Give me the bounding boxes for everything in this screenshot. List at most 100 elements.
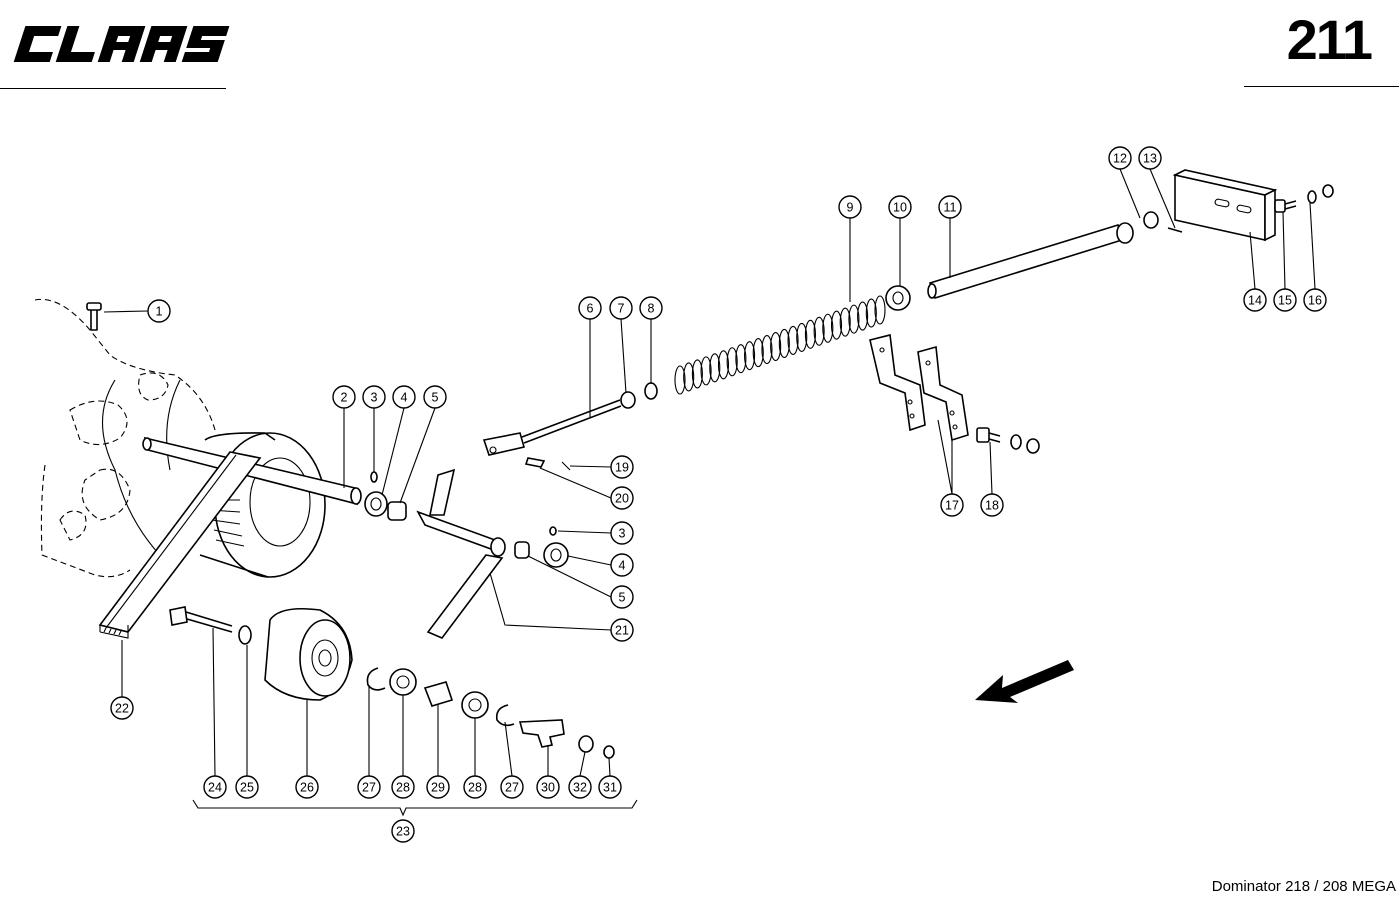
part-callout[interactable]: 28 xyxy=(463,775,487,799)
part-callout[interactable]: 21 xyxy=(610,618,634,642)
part-callout[interactable]: 3 xyxy=(362,385,386,409)
callout-circle xyxy=(610,553,634,577)
callout-label: 21 xyxy=(615,624,629,638)
callout-label: 7 xyxy=(618,302,625,316)
callout-circle xyxy=(1273,288,1297,312)
callout-circle xyxy=(423,385,447,409)
callout-label: 4 xyxy=(401,391,408,405)
callout-label: 29 xyxy=(431,781,445,795)
callout-circle xyxy=(235,775,259,799)
callout-circle xyxy=(568,775,592,799)
callout-label: 4 xyxy=(619,559,626,573)
spring-coil xyxy=(857,301,869,331)
callout-circle xyxy=(203,775,227,799)
callout-circle xyxy=(838,195,862,219)
callout-circle xyxy=(610,585,634,609)
callout-circle xyxy=(639,296,663,320)
part-callout[interactable]: 13 xyxy=(1138,146,1162,170)
part-callout[interactable]: 5 xyxy=(610,585,634,609)
part-callout[interactable]: 18 xyxy=(980,493,1004,517)
part-callout[interactable]: 12 xyxy=(1108,146,1132,170)
callout-label: 22 xyxy=(115,702,129,716)
tension-rod-6 xyxy=(482,382,658,456)
part-callout[interactable]: 4 xyxy=(610,553,634,577)
callout-label: 10 xyxy=(893,201,907,215)
part-callout[interactable]: 29 xyxy=(426,775,450,799)
part-callout[interactable]: 20 xyxy=(610,486,634,510)
callout-circle xyxy=(147,299,171,323)
part-callout[interactable]: 7 xyxy=(609,296,633,320)
part-callout[interactable]: 31 xyxy=(598,775,622,799)
spring-coil xyxy=(700,356,712,386)
part-callout[interactable]: 25 xyxy=(235,775,259,799)
callout-circle xyxy=(295,775,319,799)
callout-label: 11 xyxy=(944,201,957,215)
model-caption: Dominator 218 / 208 MEGA xyxy=(1211,878,1396,895)
bracket-14 xyxy=(1172,169,1278,242)
part-callout[interactable]: 27 xyxy=(357,775,381,799)
spring-9 xyxy=(674,295,886,395)
bolt-15-washer-16 xyxy=(1274,184,1334,213)
pulley-assembly-23 xyxy=(169,606,638,817)
part-callout[interactable]: 30 xyxy=(536,775,560,799)
callout-label: 18 xyxy=(985,499,999,513)
spring-coil xyxy=(778,328,790,359)
callout-circle xyxy=(610,455,634,479)
part-callout[interactable]: 3 xyxy=(610,521,634,545)
callout-circle xyxy=(1243,288,1267,312)
part-callout[interactable]: 24 xyxy=(203,775,227,799)
callout-label: 28 xyxy=(468,781,482,795)
part-callout[interactable]: 10 xyxy=(888,195,912,219)
bolt-18-set xyxy=(976,427,1040,454)
spring-coil xyxy=(691,359,703,389)
callout-circle xyxy=(110,696,134,720)
callout-label: 13 xyxy=(1143,152,1157,166)
callout-circle xyxy=(500,775,524,799)
part-callout[interactable]: 15 xyxy=(1273,288,1297,312)
spring-coil xyxy=(683,362,695,392)
callout-label: 24 xyxy=(208,781,222,795)
callout-circle xyxy=(980,493,1004,517)
part-callout[interactable]: 14 xyxy=(1243,288,1267,312)
mounting-plates-17 xyxy=(869,334,969,442)
part-callout[interactable]: 22 xyxy=(110,696,134,720)
part-callout[interactable]: 5 xyxy=(423,385,447,409)
part-callout[interactable]: 1 xyxy=(147,299,171,323)
part-callout[interactable]: 6 xyxy=(578,296,602,320)
part-callout[interactable]: 8 xyxy=(639,296,663,320)
spring-coil xyxy=(726,347,738,377)
part-callout[interactable]: 9 xyxy=(838,195,862,219)
spring-coil xyxy=(709,353,721,383)
spring-coil xyxy=(822,313,834,343)
callout-circle xyxy=(610,521,634,545)
pin-20-clip-19 xyxy=(524,457,571,471)
part-callout[interactable]: 27 xyxy=(500,775,524,799)
callout-label: 1 xyxy=(156,305,163,319)
spring-coil xyxy=(717,350,730,380)
callout-circle xyxy=(938,195,962,219)
part-callout[interactable]: 16 xyxy=(1303,288,1327,312)
callout-label: 25 xyxy=(240,781,254,795)
part-callout[interactable]: 17 xyxy=(940,493,964,517)
part-callout[interactable]: 19 xyxy=(610,455,634,479)
part-callout[interactable]: 26 xyxy=(295,775,319,799)
bearing-parts-right xyxy=(514,526,569,568)
part-callout[interactable]: 11 xyxy=(938,195,962,219)
callout-label: 32 xyxy=(573,781,587,795)
header-rule-right xyxy=(1244,86,1399,87)
claas-logo xyxy=(8,18,233,70)
part-callout[interactable]: 4 xyxy=(392,385,416,409)
spring-coil xyxy=(848,304,860,334)
callout-circle xyxy=(609,296,633,320)
part-callout[interactable]: 2 xyxy=(332,385,356,409)
leader-lines xyxy=(103,168,1316,777)
callout-circle xyxy=(392,385,416,409)
direction-arrow xyxy=(975,660,1074,703)
callout-label: 14 xyxy=(1248,294,1262,308)
part-callout[interactable]: 23 xyxy=(391,819,415,843)
callout-label: 3 xyxy=(371,391,378,405)
spring-coil xyxy=(787,325,799,355)
part-callout[interactable]: 32 xyxy=(568,775,592,799)
callout-label: 20 xyxy=(615,492,629,506)
part-callout[interactable]: 28 xyxy=(391,775,415,799)
